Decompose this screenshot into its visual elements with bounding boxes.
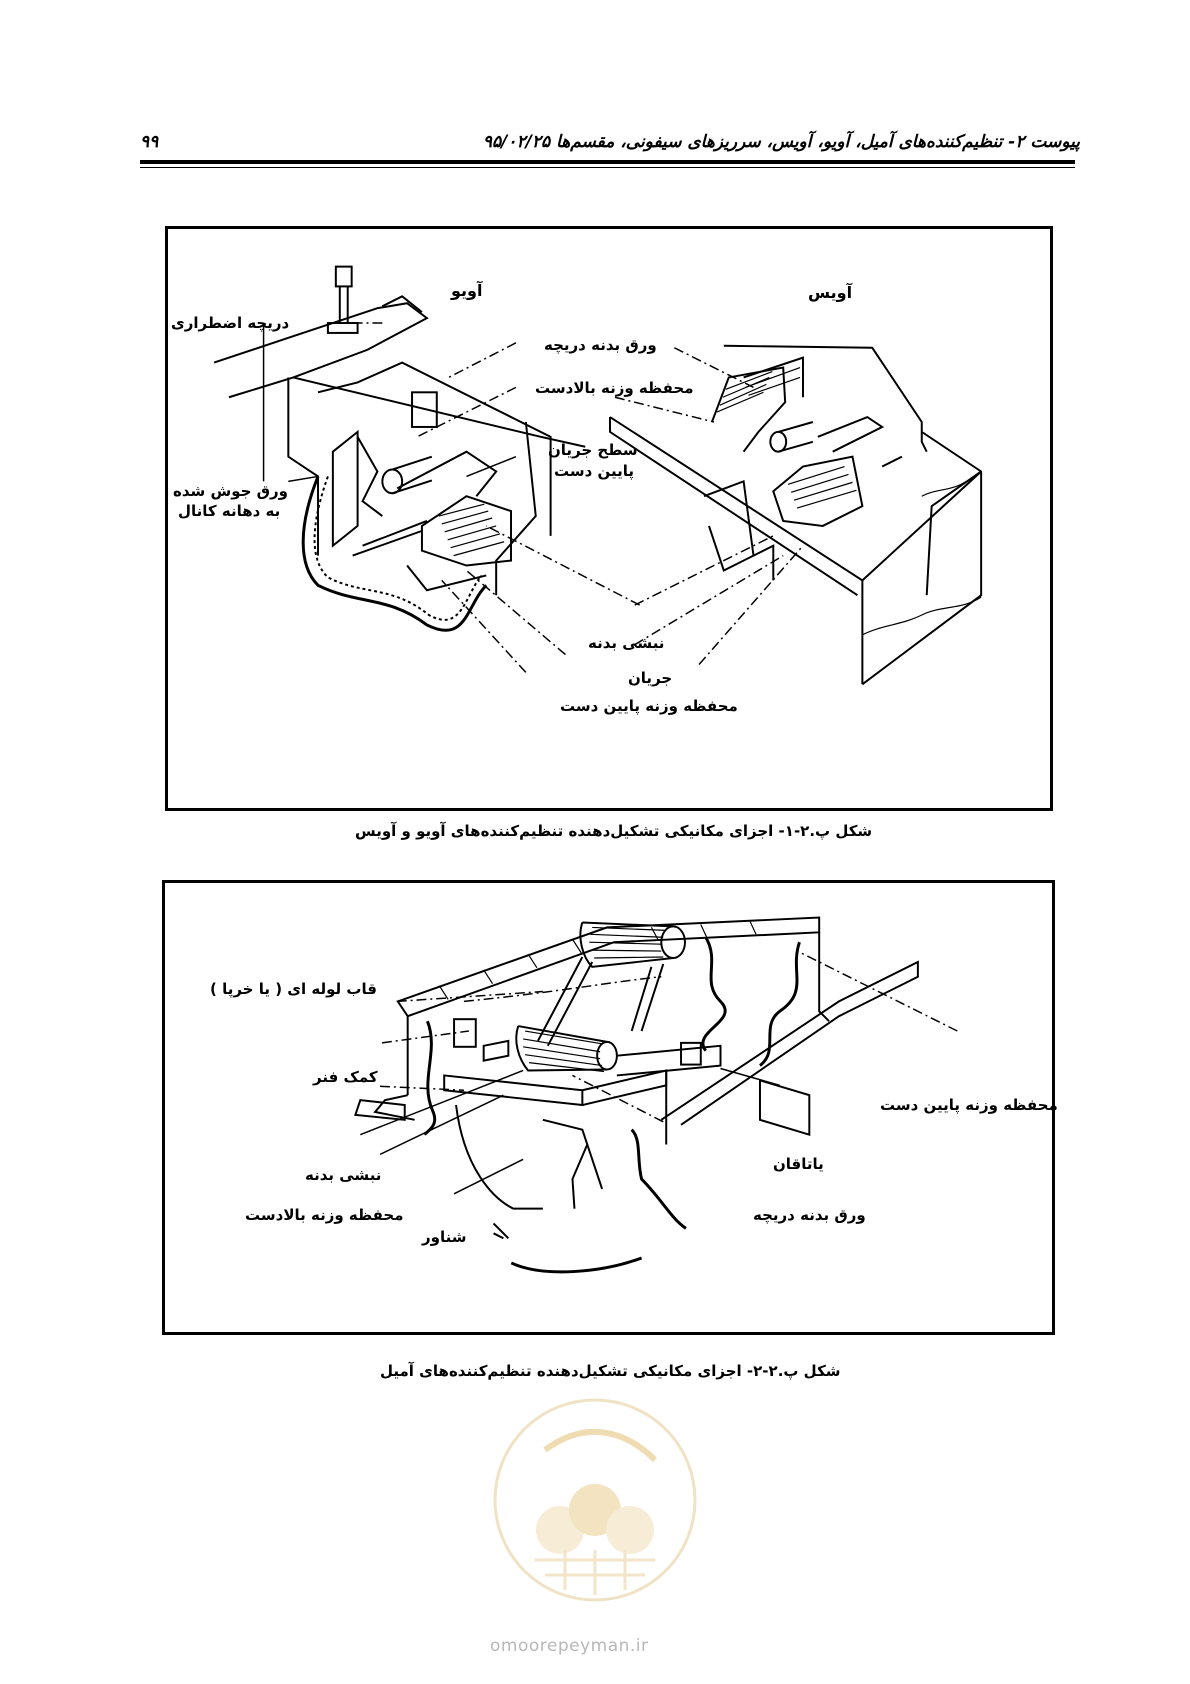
- label-downstream: پایین دست: [554, 462, 635, 480]
- header-rule-thin: [140, 167, 1075, 168]
- label-bearing: یاتاقان: [773, 1155, 824, 1173]
- label-flow-surface: سطح جریان: [548, 441, 638, 459]
- label-emergency-gate: دریچه اضطراری: [171, 314, 290, 332]
- header-title: پیوست ۲- تنظیم‌کننده‌های آمیل، آویو، آوی…: [482, 132, 1080, 152]
- label-aviu: آویو: [451, 281, 483, 300]
- label-float: شناور: [422, 1228, 467, 1246]
- label-gate-plate: ورق بدنه دریچه: [544, 336, 657, 354]
- figure2-caption: شکل پ.۲-۲- اجزای مکانیکی تشکیل‌دهنده تنظ…: [380, 1362, 841, 1380]
- header-rule-thick: [140, 160, 1075, 164]
- figure-aviu-avis: آویو آویس دریچه اضطراری ورق بدنه دریچه م…: [165, 226, 1053, 811]
- label-downstream-float-2: محفظه وزنه پایین دست: [880, 1096, 1058, 1114]
- figure1-caption: شکل پ.۲-۱- اجزای مکانیکی تشکیل‌دهنده تنظ…: [355, 822, 873, 840]
- label-tube-frame: قاب لوله ای ( یا خرپا ): [210, 980, 377, 998]
- label-welded-plate-2: به دهانه کانال: [178, 502, 281, 520]
- figure-amil: قاب لوله ای ( یا خرپا ) کمک فنر محفظه وز…: [162, 880, 1058, 1335]
- label-welded-plate-1: ورق جوش شده: [173, 482, 288, 500]
- watermark-logo-icon: [493, 1398, 697, 1602]
- page-number: ۹۹: [140, 132, 159, 152]
- label-flow: جریان: [628, 669, 673, 687]
- label-avis: آویس: [808, 283, 853, 302]
- label-upstream-float: محفظه وزنه بالادست: [535, 379, 694, 397]
- figure-aviu-avis-drawing: [213, 265, 983, 686]
- figure-amil-drawing: [354, 916, 958, 1274]
- label-downstream-float: محفظه وزنه پایین دست: [560, 697, 738, 715]
- watermark-url: omoorepeyman.ir: [490, 1636, 649, 1656]
- label-spring-aid: کمک فنر: [313, 1068, 378, 1086]
- label-body-angle: نبشی بدنه: [588, 634, 665, 652]
- label-upstream-float-2: محفظه وزنه بالادست: [245, 1206, 404, 1224]
- label-gate-plate-2: ورق بدنه دریچه: [753, 1206, 866, 1224]
- label-body-angle-2: نبشی بدنه: [305, 1166, 382, 1184]
